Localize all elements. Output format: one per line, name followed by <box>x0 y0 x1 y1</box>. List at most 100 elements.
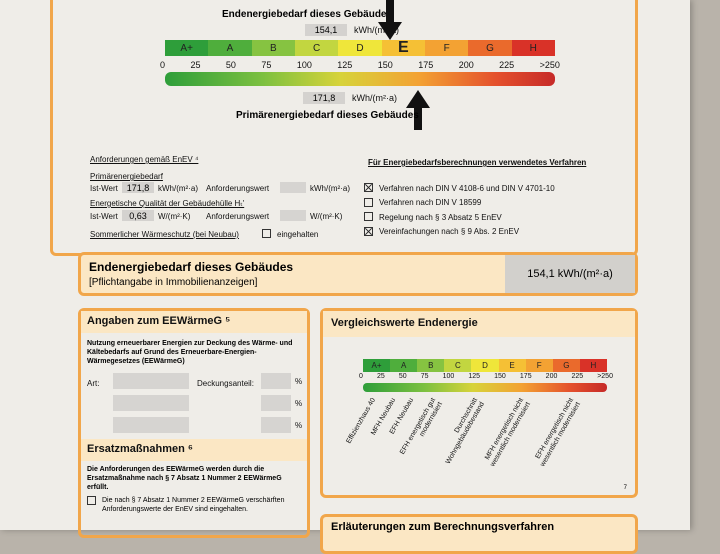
ist-envelope-unit: W/(m²·K) <box>158 212 191 221</box>
methods-title: Für Energiebedarfsberechnungen verwendet… <box>368 158 587 167</box>
checkbox-icon <box>87 496 96 505</box>
end-demand-arrow-icon <box>378 0 402 40</box>
tick-label: 225 <box>571 373 584 380</box>
envelope-label: Energetische Qualität der Gebäudehülle H… <box>90 199 245 208</box>
comparison-footnote: 7 <box>623 485 627 491</box>
tick-label: 175 <box>418 60 434 70</box>
class-g: G <box>552 359 580 372</box>
method-option[interactable]: Regelung nach § 3 Absatz 5 EnEV <box>364 212 555 222</box>
ist-primary-value: 171,8 <box>122 182 154 193</box>
replacement-measures-title: Ersatzmaßnahmen ⁶ <box>81 439 307 461</box>
tick-label: 75 <box>261 60 272 70</box>
tick-label: 0 <box>160 60 166 70</box>
end-energy-subtitle: [Pflichtangabe in Immobilienanzeigen] <box>89 277 258 288</box>
end-demand-title: Endenergiebedarf dieses Gebäudes <box>222 9 393 20</box>
summer-protection-option-label: eingehalten <box>277 230 319 239</box>
primary-demand-label: Primärenergiebedarf <box>90 172 163 181</box>
explanations-title: Erläuterungen zum Berechnungsverfahren <box>331 521 555 533</box>
tick-label: 100 <box>296 60 312 70</box>
class-g: G <box>468 40 512 56</box>
comparison-gradient-bar <box>363 383 607 392</box>
method-option[interactable]: Verfahren nach DIN V 4108-6 und DIN V 47… <box>364 183 555 193</box>
class-a-plus: A+ <box>363 359 391 372</box>
primary-demand-unit: kWh/(m²·a) <box>352 93 397 103</box>
tick-label: 25 <box>190 60 201 70</box>
method-option-label: Regelung nach § 3 Absatz 5 EnEV <box>379 212 502 222</box>
replacement-measures-option-label: Die nach § 7 Absatz 1 Nummer 2 EEWärmeG … <box>102 497 285 513</box>
requirements-title: Anforderungen gemäß EnEV ⁴ <box>90 155 199 164</box>
eewaermeg-box: Angaben zum EEWärmeG ⁵ Nutzung erneuerba… <box>78 308 310 538</box>
percent-2: % <box>295 399 303 408</box>
explanations-box: Erläuterungen zum Berechnungsverfahren <box>320 514 638 554</box>
class-h: H <box>511 40 555 56</box>
class-b: B <box>417 359 445 372</box>
tick-label: 200 <box>545 373 558 380</box>
methods-list: Verfahren nach DIN V 4108-6 und DIN V 47… <box>364 183 555 242</box>
replacement-measures-description: Die Anforderungen des EEWärmeG werden du… <box>87 466 282 491</box>
tick-label: 75 <box>420 373 429 380</box>
class-e: E <box>381 39 425 56</box>
tick-label: 225 <box>499 60 515 70</box>
method-option-label: Vereinfachungen nach § 9 Abs. 2 EnEV <box>379 227 520 237</box>
end-demand-unit: kWh/(m²·a) <box>354 25 399 35</box>
checkbox-icon <box>262 229 271 239</box>
art-label: Art: <box>87 379 100 388</box>
tick-label: 150 <box>494 373 506 380</box>
class-b: B <box>251 40 295 56</box>
comparison-label: EFH energetisch nicht wesentlich moderni… <box>534 397 582 468</box>
tick-label: 150 <box>377 60 393 70</box>
tick-label: >250 <box>597 373 613 380</box>
end-energy-value: 154,1 kWh/(m²·a) <box>505 255 635 293</box>
energy-gradient-bar <box>165 72 555 86</box>
method-option[interactable]: Verfahren nach DIN V 18599 <box>364 197 555 207</box>
percent-1: % <box>295 377 303 386</box>
end-demand-value: 154,1 <box>305 24 347 36</box>
percent-3: % <box>295 421 303 430</box>
replacement-measures-option[interactable]: Die nach § 7 Absatz 1 Nummer 2 EEWärmeG … <box>87 496 299 514</box>
checkbox-icon <box>364 212 373 222</box>
class-a: A <box>208 40 252 56</box>
primary-demand-arrow-icon <box>406 90 430 130</box>
coverage-field-1 <box>261 373 291 389</box>
end-energy-title: Endenergiebedarf dieses Gebäudes <box>89 260 294 274</box>
art-field-3 <box>113 417 189 433</box>
checkbox-icon <box>364 197 373 207</box>
class-c: C <box>294 40 339 56</box>
ist-label-2: Ist-Wert <box>90 212 118 221</box>
anf-primary-unit: kWh/(m²·a) <box>310 184 350 193</box>
coverage-field-3 <box>261 417 291 433</box>
energy-certificate-page: Endenergiebedarf dieses Gebäudes 154,1 k… <box>0 0 690 530</box>
end-energy-box: Endenergiebedarf dieses Gebäudes [Pflich… <box>78 252 638 296</box>
coverage-label: Deckungsanteil: <box>197 379 254 388</box>
anf-label-2: Anforderungswert <box>206 212 270 221</box>
tick-label: 200 <box>458 60 474 70</box>
tick-label: 50 <box>398 373 407 380</box>
summer-protection-option[interactable]: eingehalten <box>262 229 319 239</box>
anf-primary-field <box>280 182 306 193</box>
class-f: F <box>424 40 469 56</box>
class-h: H <box>579 359 607 372</box>
class-a-plus: A+ <box>165 40 209 56</box>
class-d: D <box>338 40 382 56</box>
tick-label: 175 <box>519 373 532 380</box>
tick-label: 125 <box>468 373 481 380</box>
summer-protection-label: Sommerlicher Wärmeschutz (bei Neubau) <box>90 230 239 239</box>
art-field-1 <box>113 373 189 389</box>
class-c: C <box>444 359 472 372</box>
ist-primary-unit: kWh/(m²·a) <box>158 184 198 193</box>
checked-checkbox-icon <box>364 183 373 193</box>
primary-demand-value: 171,8 <box>303 92 345 104</box>
method-option[interactable]: Vereinfachungen nach § 9 Abs. 2 EnEV <box>364 226 555 237</box>
class-d: D <box>471 359 499 372</box>
eewaermeg-description: Nutzung erneuerbarer Energien zur Deckun… <box>87 340 293 365</box>
eewaermeg-title: Angaben zum EEWärmeG ⁵ <box>81 311 307 333</box>
tick-label: 125 <box>337 60 353 70</box>
art-field-2 <box>113 395 189 411</box>
comparison-title: Vergleichswerte Endenergie <box>323 311 635 337</box>
anf-envelope-field <box>280 210 306 221</box>
tick-label: >250 <box>539 60 560 70</box>
